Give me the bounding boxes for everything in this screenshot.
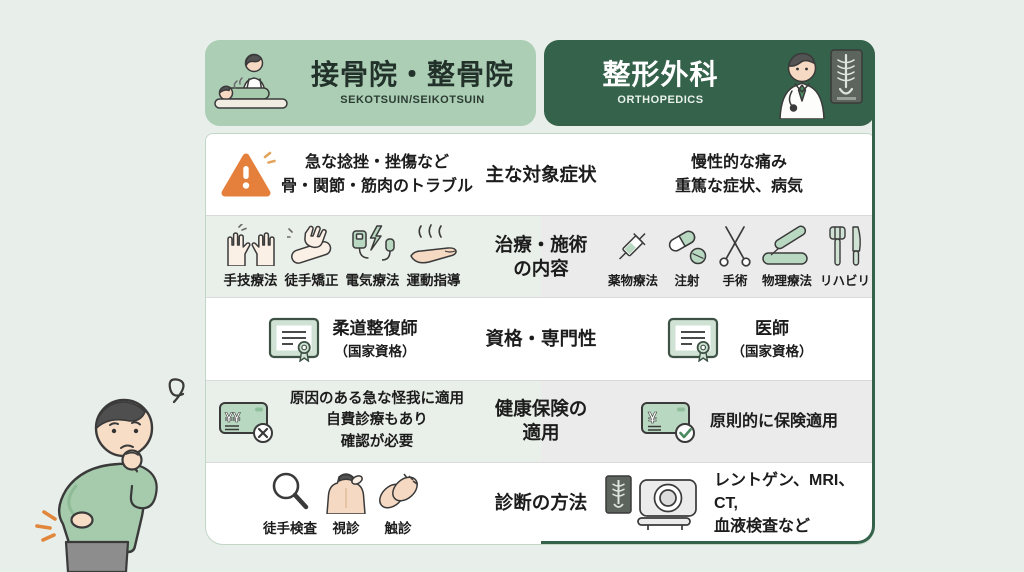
svg-text:¥: ¥ (648, 410, 657, 427)
thinking-person-illustration (14, 368, 206, 572)
manual-adjust-icon (286, 224, 337, 266)
symptoms-right-text: 慢性的な痛み 重篤な症状、病気 (674, 154, 803, 195)
xray-ct-icon (604, 474, 702, 532)
physio-icon (761, 225, 813, 267)
header-orthopedics: 整形外科 ORTHOPEDICS (544, 40, 875, 126)
treatment-item: リハビリ (820, 225, 870, 289)
category-treatments: 治療・施術 の内容 (494, 233, 588, 279)
sekotsuin-title: 接骨院・整骨院 (310, 58, 514, 90)
diagnosis-right-cell: レントゲン、MRI、CT, 血液検査など (604, 463, 874, 544)
insurance-card-x-icon: ¥¥ (218, 397, 276, 445)
category-diagnosis: 診断の方法 (494, 492, 588, 514)
diagnosis-item: 徒手検査 (263, 470, 317, 537)
diagnosis-item: 触診 (375, 470, 421, 537)
massage-scene-illustration (213, 51, 289, 115)
treatment-item: 手技療法 (224, 224, 278, 289)
insurance-left-text: 原因のある急な怪我に適用 自費診療もあり 確認が必要 (290, 390, 464, 451)
diagnosis-left-cell: 徒手検査 (206, 463, 478, 544)
warning-icon (218, 149, 276, 201)
doctor-with-xray-illustration (777, 47, 865, 119)
insurance-right-cell: ¥ 原則的に保険適用 (604, 381, 874, 462)
treatment-item: 薬物療法 (608, 225, 658, 289)
row-qualifications: 柔道整復師 （国家資格） 資格・専門性 (206, 297, 874, 379)
pills-icon (665, 225, 709, 267)
row-treatments: 手技療法 (206, 215, 874, 298)
back-inspection-icon (324, 470, 368, 514)
qualifications-left-text: 柔道整復師 （国家資格） (332, 318, 418, 359)
category-qualifications: 資格・専門性 (485, 327, 597, 349)
treatment-item: 注射 (665, 225, 709, 289)
electro-icon (350, 224, 396, 266)
treatment-item: 徒手矯正 (285, 224, 339, 289)
sekotsuin-subtitle: SEKOTSUIN/SEIKOTSUIN (340, 94, 485, 107)
diagnosis-right-text: レントゲン、MRI、CT, 血液検査など (714, 471, 855, 535)
exercise-icon (409, 224, 459, 266)
syringe-icon (611, 225, 655, 267)
header-orthopedics-titles: 整形外科 ORTHOPEDICS (544, 58, 777, 107)
symptoms-left-text: 急な捻挫・挫傷など 骨・関節・筋肉のトラブル (280, 154, 473, 195)
header-sekotsuin: 接骨院・整骨院 SEKOTSUIN/SEIKOTSUIN (205, 40, 536, 126)
diagnosis-item: 視診 (324, 470, 368, 537)
certificate-icon (666, 316, 720, 362)
row-symptoms: 急な捻挫・挫傷など 骨・関節・筋肉のトラブル 主な対象症状 慢性的な痛み 重篤な… (206, 134, 874, 215)
row-insurance: ¥¥ 原因のある急な怪我に適用 自費診療もあり 確認が必要 健康保険の (206, 379, 874, 462)
svg-text:¥¥: ¥¥ (225, 409, 241, 425)
orthopedics-subtitle: ORTHOPEDICS (617, 94, 704, 107)
comparison-table: 急な捻挫・挫傷など 骨・関節・筋肉のトラブル 主な対象症状 慢性的な痛み 重篤な… (205, 133, 875, 545)
category-insurance: 健康保険の 適用 (494, 398, 588, 444)
certificate-icon (267, 316, 321, 362)
qualifications-right-text: 医師 （国家資格） (731, 318, 813, 359)
qualifications-right-cell: 医師 （国家資格） (604, 298, 874, 379)
treatment-item: 運動指導 (407, 224, 461, 289)
cutlery-icon (825, 225, 865, 267)
hands-icon (225, 224, 277, 267)
magnifier-icon (268, 470, 312, 514)
symptoms-right-cell: 慢性的な痛み 重篤な症状、病気 (604, 134, 874, 215)
treatment-item: 物理療法 (761, 225, 813, 289)
row-diagnosis: 徒手検査 (206, 461, 874, 544)
qualifications-left-cell: 柔道整復師 （国家資格） (206, 298, 478, 379)
orthopedics-title: 整形外科 (602, 58, 719, 90)
header-sekotsuin-titles: 接骨院・整骨院 SEKOTSUIN/SEIKOTSUIN (289, 58, 536, 107)
scissors-icon (716, 225, 754, 267)
treatment-item: 電気療法 (346, 224, 400, 289)
treatment-item: 手術 (716, 225, 754, 289)
insurance-right-text: 原則的に保険適用 (709, 412, 838, 430)
category-symptoms: 主な対象症状 (485, 163, 597, 185)
treatments-right-cell: 薬物療法 (604, 216, 874, 297)
treatments-left-cell: 手技療法 (206, 216, 478, 297)
insurance-card-check-icon: ¥ (640, 397, 698, 445)
insurance-left-cell: ¥¥ 原因のある急な怪我に適用 自費診療もあり 確認が必要 (206, 381, 478, 462)
palpation-icon (375, 470, 421, 514)
comparison-card: 接骨院・整骨院 SEKOTSUIN/SEIKOTSUIN 整形外科 ORTHOP… (205, 40, 875, 545)
symptoms-left-cell: 急な捻挫・挫傷など 骨・関節・筋肉のトラブル (206, 134, 478, 215)
